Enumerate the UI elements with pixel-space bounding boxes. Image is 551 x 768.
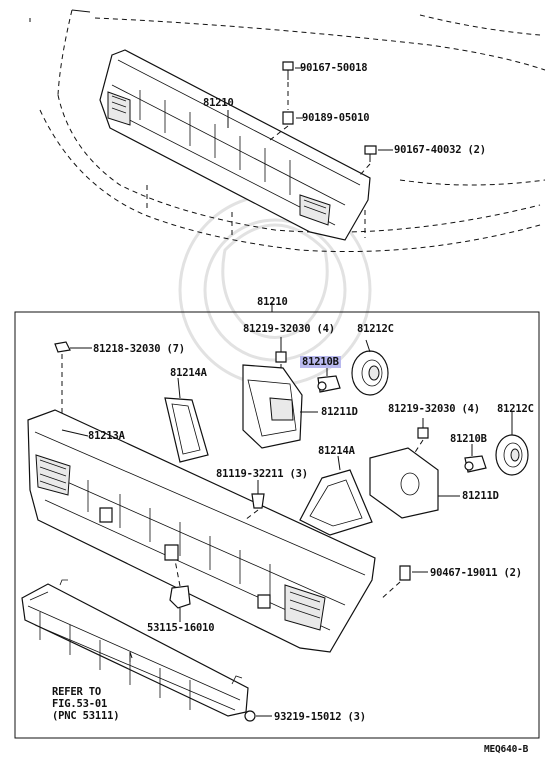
lower-grille — [21, 579, 249, 717]
seal-81214a-b — [299, 455, 373, 536]
lamp-housing-81211d-b — [369, 447, 460, 519]
seal-81214a-a — [164, 377, 209, 463]
clip-81119 — [244, 480, 265, 521]
lamp-housing-81211d-a — [242, 364, 318, 449]
label-90167-40032: 90167-40032 (2) — [394, 144, 486, 156]
label-81214a-b: 81214A — [318, 445, 355, 457]
label-81212c-b: 81212C — [497, 403, 534, 415]
label-81218-32030: 81218-32030 (7) — [93, 343, 185, 355]
label-81210-top: 81210 — [203, 97, 234, 109]
label-53115-16010: 53115-16010 — [147, 622, 215, 634]
bracket-53115 — [169, 559, 191, 622]
bulb-81210b-a — [317, 368, 341, 393]
clip-90467 — [379, 565, 428, 601]
refer-line-3: (PNC 53111) — [52, 710, 120, 722]
clip-81218 — [54, 341, 92, 420]
main-grille-81213a — [27, 409, 376, 653]
label-81210-box: 81210 — [257, 296, 288, 308]
label-81219-32030-b: 81219-32030 (4) — [388, 403, 480, 415]
bulb-81210b-b — [464, 444, 487, 473]
highlighted-part: 81210B — [300, 356, 341, 368]
nut-93219 — [244, 710, 272, 722]
label-81211d-a: 81211D — [321, 406, 358, 418]
car-body-outline — [29, 9, 546, 253]
label-81211d-b: 81211D — [462, 490, 499, 502]
label-81213a: 81213A — [88, 430, 125, 442]
label-90467-19011: 90467-19011 (2) — [430, 567, 522, 579]
diagram-code: MEQ640-B — [484, 744, 529, 755]
lamp-ring-81212c-a — [351, 339, 389, 396]
label-81219-32030-a: 81219-32030 (4) — [243, 323, 335, 335]
label-90167-50018: 90167-50018 — [300, 62, 368, 74]
label-81119-32211: 81119-32211 (3) — [216, 468, 308, 480]
label-81210b-a: 81210B — [300, 356, 341, 368]
upper-bolts — [227, 61, 393, 176]
label-93219-15012: 93219-15012 (3) — [274, 711, 366, 723]
upper-grille — [99, 49, 371, 241]
refer-line-2: FIG.53-01 — [52, 698, 108, 710]
lamp-ring-81212c-b — [495, 412, 529, 476]
refer-line-1: REFER TO — [52, 686, 101, 698]
parts-box-frame — [14, 311, 540, 739]
label-90189-05010: 90189-05010 — [302, 112, 370, 124]
label-81214a-a: 81214A — [170, 367, 207, 379]
label-81212c-a: 81212C — [357, 323, 394, 335]
label-81210b-b: 81210B — [450, 433, 487, 445]
